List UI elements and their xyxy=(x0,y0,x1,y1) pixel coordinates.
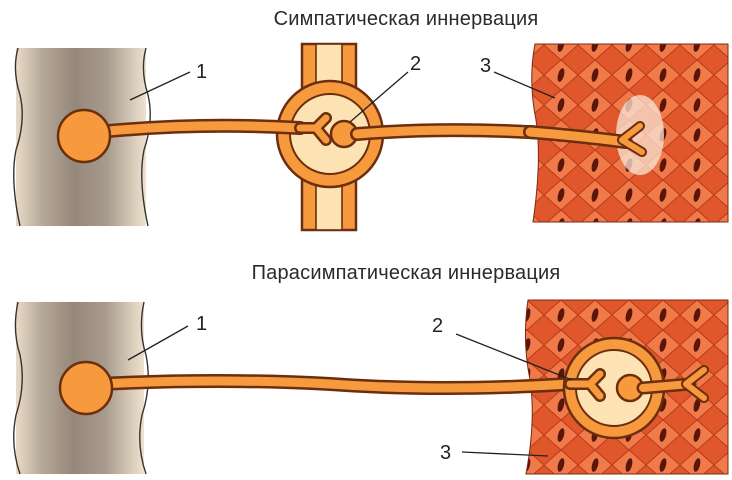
label-2-bottom: 2 xyxy=(432,315,443,337)
neuron-body-top xyxy=(58,110,110,162)
label-3-bottom: 3 xyxy=(440,442,451,464)
label-1-bottom: 1 xyxy=(196,313,207,335)
label-1-top: 1 xyxy=(196,61,207,83)
label-3-top: 3 xyxy=(480,55,491,77)
parasympathetic-panel: 1 2 3 xyxy=(14,300,728,474)
label-2-top: 2 xyxy=(410,53,421,75)
neuron-body-bottom xyxy=(60,362,112,414)
sympathetic-panel: 1 2 3 xyxy=(14,44,728,230)
